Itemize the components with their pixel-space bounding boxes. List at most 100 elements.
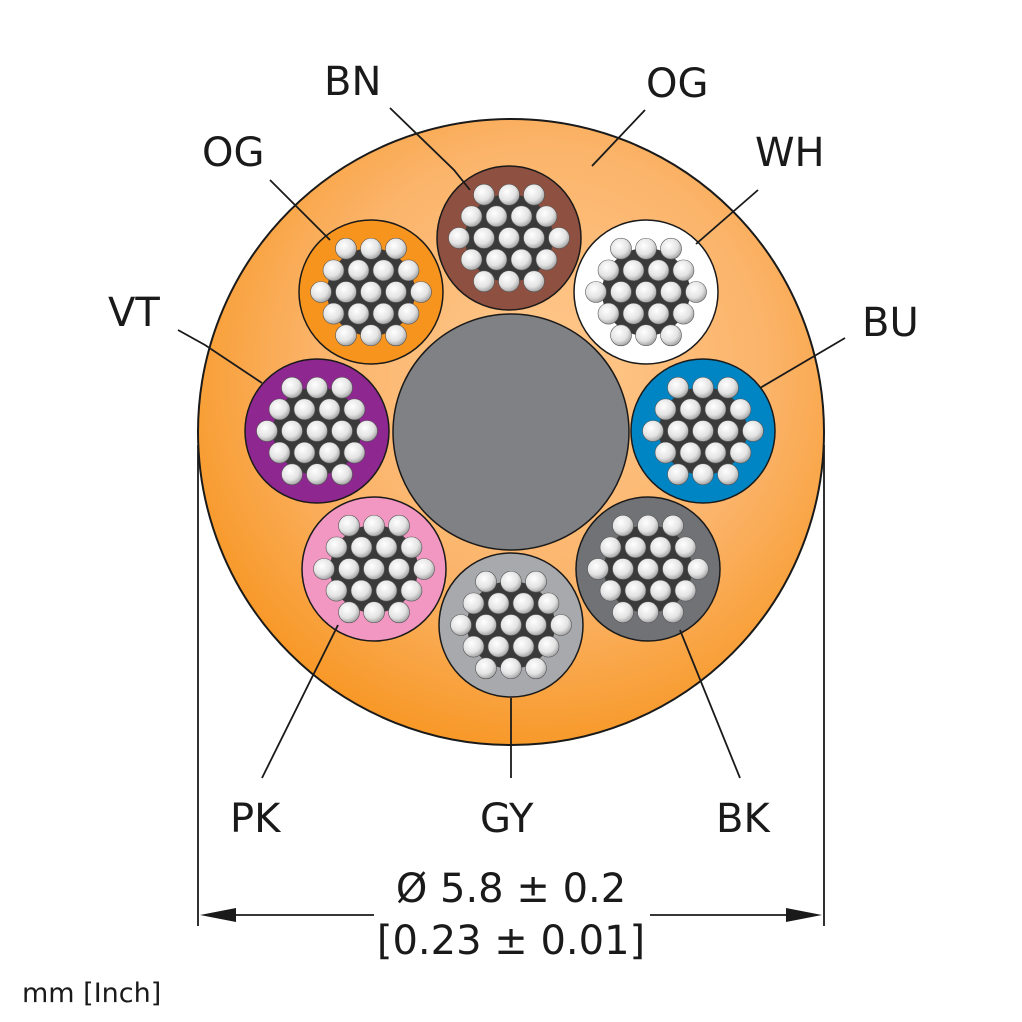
strand — [256, 420, 278, 442]
strand — [313, 558, 335, 580]
strand — [662, 558, 684, 580]
strand — [500, 614, 522, 636]
strand — [550, 614, 572, 636]
strand — [293, 398, 316, 421]
strand — [397, 302, 420, 325]
strand — [624, 536, 647, 559]
strand — [325, 536, 348, 559]
strand — [350, 579, 373, 602]
strand — [360, 324, 382, 347]
core-og — [298, 219, 444, 365]
strand — [487, 635, 510, 658]
core-bn — [436, 165, 582, 311]
strand — [363, 601, 385, 624]
strand — [692, 463, 714, 486]
strand — [306, 463, 328, 486]
leader-bk — [679, 629, 741, 779]
strand — [635, 324, 657, 347]
leader-lines — [177, 107, 846, 779]
leader-bn — [389, 107, 471, 191]
strand — [512, 592, 535, 615]
strand — [485, 205, 508, 228]
strand — [338, 601, 360, 624]
strand — [612, 514, 634, 537]
strand — [360, 281, 382, 303]
strand — [475, 657, 497, 680]
label-wh: WH — [755, 130, 825, 176]
core-bk — [575, 496, 721, 642]
strand — [525, 657, 547, 680]
strand — [679, 441, 702, 464]
units-note: mm [Inch] — [22, 978, 161, 1009]
strand — [268, 441, 291, 464]
strand — [674, 536, 697, 559]
strand — [597, 302, 620, 325]
strand — [649, 579, 672, 602]
strand — [335, 324, 357, 347]
strand — [647, 259, 670, 282]
strand — [599, 579, 622, 602]
strand — [525, 570, 547, 593]
core-pk — [301, 496, 447, 642]
strand — [535, 205, 558, 228]
strand — [306, 420, 328, 442]
strand — [338, 514, 360, 537]
strand — [535, 248, 558, 271]
strand — [400, 536, 423, 559]
strand — [331, 420, 353, 442]
strand — [322, 259, 345, 282]
strand — [692, 376, 714, 399]
strand — [537, 635, 560, 658]
strand — [475, 614, 497, 636]
strand — [610, 237, 632, 260]
strand — [679, 398, 702, 421]
strand — [622, 259, 645, 282]
strand — [281, 463, 303, 486]
strand — [672, 259, 695, 282]
strand — [388, 558, 410, 580]
strand — [622, 302, 645, 325]
strand — [318, 398, 341, 421]
strand — [350, 536, 373, 559]
strand — [599, 536, 622, 559]
strand — [410, 281, 432, 303]
strand — [325, 579, 348, 602]
core-gy — [438, 552, 584, 698]
strand — [498, 227, 520, 249]
strand — [498, 183, 520, 206]
strand — [667, 376, 689, 399]
strand — [475, 570, 497, 593]
strand — [375, 579, 398, 602]
leader-pk — [261, 624, 339, 779]
label-bu: BU — [862, 300, 919, 346]
strand — [649, 536, 672, 559]
leader-bu — [759, 337, 846, 389]
strand — [687, 558, 709, 580]
strand — [268, 398, 291, 421]
strand — [597, 259, 620, 282]
strand — [500, 570, 522, 593]
strand — [473, 227, 495, 249]
strand — [685, 281, 707, 303]
strand — [473, 183, 495, 206]
label-pk: PK — [230, 796, 282, 842]
strand — [385, 237, 407, 260]
strand — [624, 579, 647, 602]
dimension-arrow-right — [786, 908, 822, 922]
strand — [729, 398, 752, 421]
strand — [388, 601, 410, 624]
strand — [400, 579, 423, 602]
strand — [742, 420, 764, 442]
strand — [385, 281, 407, 303]
strand — [692, 420, 714, 442]
central-filler — [392, 313, 630, 551]
core-bu — [630, 358, 776, 504]
strand — [500, 657, 522, 680]
leader-wh — [695, 189, 759, 245]
strand — [485, 248, 508, 271]
strand — [525, 614, 547, 636]
label-bn: BN — [324, 59, 381, 105]
strand — [585, 281, 607, 303]
strand — [660, 324, 682, 347]
